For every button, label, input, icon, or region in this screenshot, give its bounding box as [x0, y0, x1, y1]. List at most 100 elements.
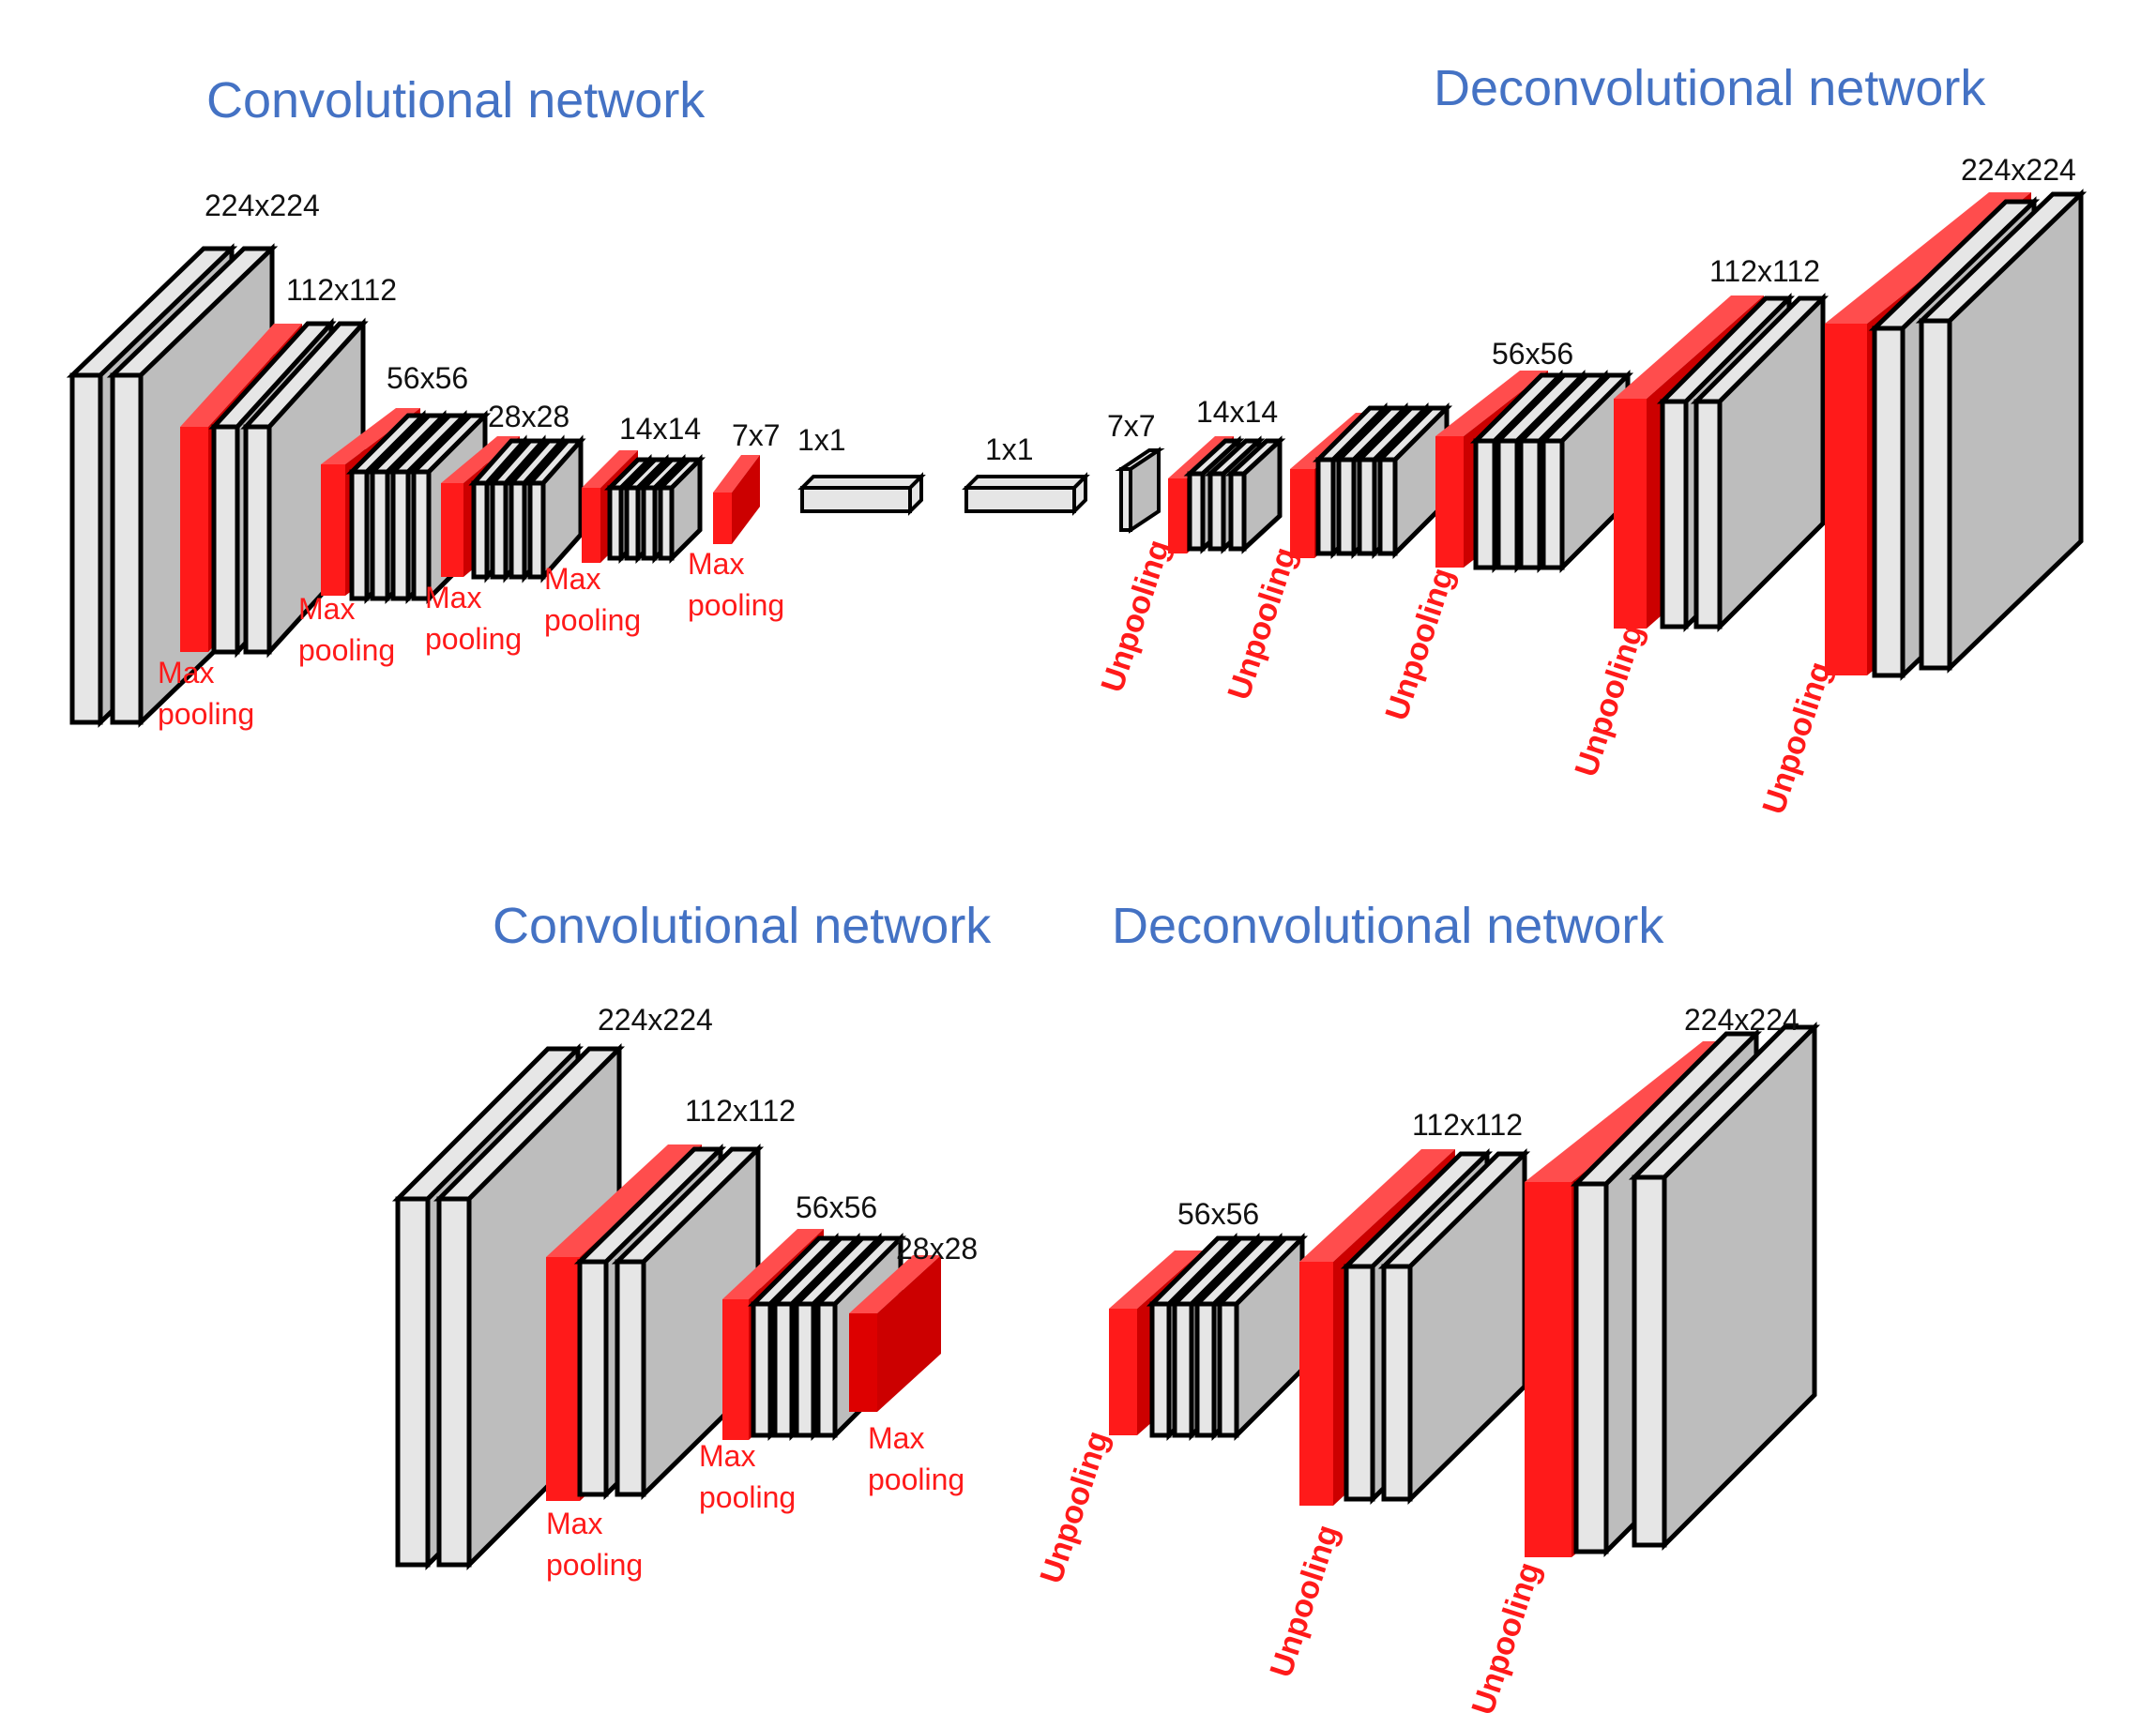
top-deconv-112-b-front: [1693, 399, 1723, 629]
top-conv-14-b-front: [624, 485, 641, 561]
top-conv-14-d-front: [658, 485, 675, 561]
top-deconv-14-c: [1224, 435, 1286, 554]
bottom-unpool-label-2: Unpooling: [1263, 1521, 1345, 1682]
bottom-pool-3-top: [849, 1255, 941, 1313]
top-conv-28-b-front: [490, 480, 509, 580]
bottom-conv-56-d-front: [815, 1301, 838, 1438]
bottom-unpool-label-3: Unpooling: [1465, 1558, 1547, 1720]
top-deconv-14-b-front: [1207, 471, 1226, 552]
top-deconv-56-d-front: [1541, 438, 1565, 570]
top-unpool-2-front: [1290, 469, 1314, 558]
top-unpool-label-4: Unpooling: [1568, 620, 1650, 781]
top-deconv-dim-56: 56x56: [1492, 337, 1573, 371]
bottom-unpool-2-top: [1299, 1149, 1455, 1262]
top-unpool-3-front: [1435, 436, 1464, 568]
bottom-pool-3-front: [849, 1313, 877, 1412]
top-conv-14-c-front: [641, 485, 658, 561]
bottom-conv-dim-56: 56x56: [796, 1190, 877, 1224]
top-pool-5: [713, 455, 760, 544]
top-deconv-dim-14: 14x14: [1196, 395, 1278, 429]
bottom-conv-title: Convolutional network: [493, 898, 992, 954]
bottom-pool-3: [849, 1255, 941, 1412]
top-unpool-label-2: Unpooling: [1221, 543, 1303, 705]
bottom-deconv-dim-224: 224x224: [1684, 1003, 1799, 1037]
top-deconv-dim-224: 224x224: [1961, 153, 2076, 187]
top-fc-2: [962, 472, 1090, 516]
top-conv-dim-7: 7x7: [732, 418, 781, 452]
bottom-deconv-56-d-front: [1217, 1301, 1239, 1438]
bottom-unpool-3-front: [1525, 1182, 1571, 1557]
top-conv-28-c-front: [509, 480, 527, 580]
top-pool-4-top: [582, 450, 638, 488]
bottom-deconv-112-b-front: [1381, 1264, 1413, 1502]
bottom-pool-3-side: [877, 1255, 941, 1412]
top-unpool-4-front: [1614, 399, 1647, 629]
top-conv-224-a-front: [69, 372, 103, 725]
bottom-deconv-dim-112: 112x112: [1412, 1108, 1523, 1142]
top-conv-dim-28: 28x28: [488, 400, 569, 433]
bottom-pool-2-front: [722, 1299, 749, 1440]
top-unpool-3-top: [1435, 371, 1548, 436]
top-pool-4-front: [582, 488, 600, 563]
top-deconv-28-d-front: [1377, 457, 1398, 556]
bottom-pool-1-top: [546, 1144, 702, 1257]
top-deconv-7-front: [1119, 467, 1132, 532]
top-pool-2-front: [321, 464, 345, 596]
bottom-conv-224-b-front: [436, 1196, 472, 1568]
top-deconv-dim-7: 7x7: [1107, 409, 1156, 443]
top-deconv-28-b-front: [1336, 457, 1357, 556]
top-deconv-28-c-front: [1357, 457, 1377, 556]
top-deconv-56-b-front: [1496, 438, 1520, 570]
top-conv-112-a-front: [211, 424, 240, 655]
bottom-unpool-2-front: [1299, 1262, 1333, 1506]
bottom-conv-56-b-front: [772, 1301, 795, 1438]
top-fc-1: [797, 472, 926, 516]
top-pool-1-top: [180, 324, 302, 427]
top-deconv-28-a-front: [1315, 457, 1336, 556]
top-deconv-7: [1115, 447, 1165, 534]
blocks-layer: [66, 189, 2088, 1571]
top-pool-2-top: [321, 408, 420, 464]
top-conv-56-c-front: [390, 469, 411, 601]
top-conv-14-a-front: [607, 485, 624, 561]
top-conv-56-d-front: [411, 469, 432, 601]
bottom-conv-dim-112: 112x112: [685, 1094, 796, 1128]
top-conv-dim-1: 1x1: [797, 423, 846, 457]
top-conv-112-b-front: [243, 424, 272, 655]
top-pool-5-side: [732, 455, 760, 544]
bottom-conv-112-b-front: [615, 1259, 646, 1497]
top-pool-1-front: [180, 427, 208, 652]
bottom-unpool-1-top: [1109, 1251, 1203, 1309]
top-unpool-label-5: Unpooling: [1755, 658, 1838, 819]
top-deconv-14-c-front: [1228, 471, 1247, 552]
top-fc-2-front: [964, 486, 1076, 513]
bottom-conv-224-a-front: [395, 1196, 431, 1568]
top-unpool-label-3: Unpooling: [1378, 564, 1461, 725]
bottom-conv-dim-28: 28x28: [896, 1232, 978, 1266]
bottom-deconv-224-b: [1628, 1021, 1821, 1552]
top-deconv-224-b: [1915, 189, 2088, 674]
top-deconv-dim-1: 1x1: [985, 432, 1034, 466]
top-deconv-224-a-front: [1872, 326, 1905, 678]
top-deconv-title: Deconvolutional network: [1434, 60, 1986, 116]
bottom-deconv-56-a-front: [1149, 1301, 1172, 1438]
top-deconv-dim-112: 112x112: [1709, 254, 1820, 288]
top-conv-title: Convolutional network: [206, 72, 706, 129]
top-deconv-112-b: [1690, 292, 1830, 633]
top-conv-dim-56: 56x56: [387, 361, 468, 395]
top-conv-56-b-front: [370, 469, 390, 601]
top-conv-56-a-front: [349, 469, 370, 601]
top-unpool-label-1: Unpooling: [1094, 536, 1177, 697]
bottom-deconv-56-b-front: [1172, 1301, 1194, 1438]
bottom-pool-1-front: [546, 1257, 580, 1501]
